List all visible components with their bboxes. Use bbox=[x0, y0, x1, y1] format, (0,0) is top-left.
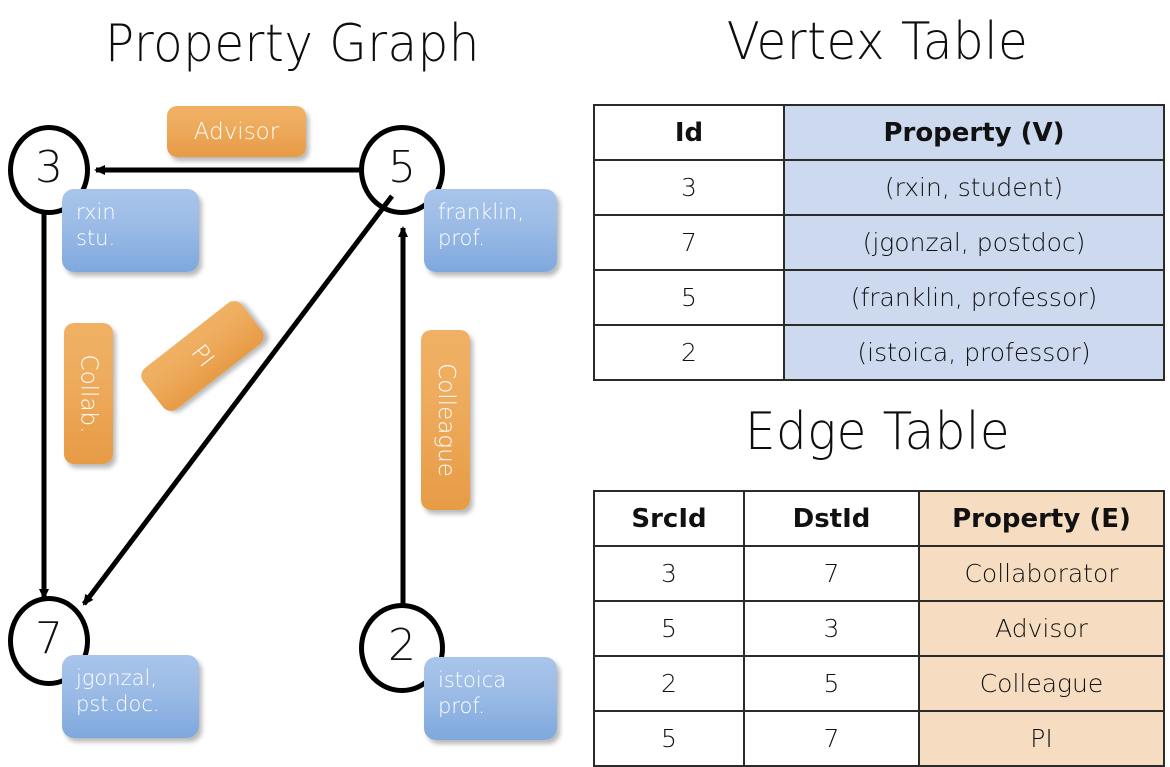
edge-cell-dst: 7 bbox=[743, 545, 920, 602]
vertex-cell-id: 7 bbox=[593, 214, 785, 271]
vertex-cell-id: 2 bbox=[593, 324, 785, 381]
table-row[interactable]: 3 7 Collaborator bbox=[593, 545, 1165, 602]
table-row[interactable]: 5 (franklin, professor) bbox=[593, 269, 1165, 326]
graph-node-5[interactable]: 5 bbox=[359, 125, 445, 215]
edge-cell-property: Colleague bbox=[918, 655, 1165, 712]
vertex-table-header-id: Id bbox=[593, 104, 785, 161]
edge-label-advisor[interactable]: Advisor bbox=[167, 106, 306, 157]
edge-cell-property: Advisor bbox=[918, 600, 1165, 657]
graph-node-7[interactable]: 7 bbox=[8, 596, 90, 686]
property-graph-diagram: 3 5 7 2 rxin stu. franklin, prof. jgonza… bbox=[0, 0, 585, 760]
vertex-property-box-5[interactable]: franklin, prof. bbox=[424, 189, 557, 272]
edge-label-pi-text: PI bbox=[185, 339, 220, 373]
vertex-property-box-7[interactable]: jgonzal, pst.doc. bbox=[62, 655, 199, 738]
graph-node-5-label: 5 bbox=[388, 142, 416, 193]
graph-node-7-label: 7 bbox=[35, 613, 63, 664]
edge-label-collab-text: Collab. bbox=[75, 354, 102, 433]
graph-node-3-label: 3 bbox=[35, 142, 63, 193]
vertex-cell-id: 3 bbox=[593, 159, 785, 216]
edge-label-colleague[interactable]: Colleague bbox=[421, 330, 470, 510]
table-row[interactable]: 3 (rxin, student) bbox=[593, 159, 1165, 216]
edge-cell-dst: 7 bbox=[743, 710, 920, 767]
page-title-property-graph: Property Graph bbox=[105, 14, 480, 74]
vertex-property-box-3-line1: rxin bbox=[76, 200, 116, 224]
edge-table: SrcId DstId Property (E) 3 7 Collaborato… bbox=[593, 490, 1165, 767]
edge-cell-property: Collaborator bbox=[918, 545, 1165, 602]
graph-node-3[interactable]: 3 bbox=[8, 125, 90, 215]
vertex-property-box-5-line1: franklin, bbox=[438, 200, 525, 224]
edge-cell-src: 2 bbox=[593, 655, 745, 712]
page-title-vertex-table: Vertex Table bbox=[726, 12, 1029, 72]
page-title-edge-table: Edge Table bbox=[744, 402, 1011, 462]
table-row[interactable]: 7 (jgonzal, postdoc) bbox=[593, 214, 1165, 271]
table-row[interactable]: 2 5 Colleague bbox=[593, 655, 1165, 712]
vertex-property-box-3[interactable]: rxin stu. bbox=[62, 189, 199, 272]
edge-cell-dst: 3 bbox=[743, 600, 920, 657]
vertex-cell-property: (rxin, student) bbox=[783, 159, 1165, 216]
vertex-property-box-3-line2: stu. bbox=[76, 226, 116, 251]
vertex-property-box-2[interactable]: istoica prof. bbox=[424, 657, 557, 740]
edge-table-header-srcid: SrcId bbox=[593, 490, 745, 547]
edge-label-colleague-text: Colleague bbox=[432, 363, 459, 477]
vertex-cell-property: (jgonzal, postdoc) bbox=[783, 214, 1165, 271]
graph-node-2-label: 2 bbox=[388, 620, 416, 671]
edge-cell-src: 5 bbox=[593, 600, 745, 657]
vertex-cell-id: 5 bbox=[593, 269, 785, 326]
table-row[interactable]: 2 (istoica, professor) bbox=[593, 324, 1165, 381]
vertex-cell-property: (istoica, professor) bbox=[783, 324, 1165, 381]
vertex-table-header-row: Id Property (V) bbox=[593, 104, 1165, 161]
vertex-property-box-2-line1: istoica bbox=[438, 668, 507, 692]
vertex-table: Id Property (V) 3 (rxin, student) 7 (jgo… bbox=[593, 104, 1165, 381]
vertex-property-box-2-line2: prof. bbox=[438, 694, 485, 719]
edge-5-to-7-pi bbox=[82, 194, 394, 606]
edge-table-header-row: SrcId DstId Property (E) bbox=[593, 490, 1165, 547]
edge-cell-property: PI bbox=[918, 710, 1165, 767]
vertex-table-header-property: Property (V) bbox=[783, 104, 1165, 161]
edge-table-header-dstid: DstId bbox=[743, 490, 920, 547]
edge-cell-src: 5 bbox=[593, 710, 745, 767]
vertex-property-box-7-line1: jgonzal, bbox=[76, 666, 157, 690]
edge-label-advisor-text: Advisor bbox=[193, 118, 280, 145]
table-row[interactable]: 5 7 PI bbox=[593, 710, 1165, 767]
edge-table-header-property: Property (E) bbox=[918, 490, 1165, 547]
vertex-cell-property: (franklin, professor) bbox=[783, 269, 1165, 326]
graph-node-2[interactable]: 2 bbox=[359, 603, 445, 693]
edge-cell-src: 3 bbox=[593, 545, 745, 602]
vertex-property-box-5-line2: prof. bbox=[438, 226, 485, 251]
table-row[interactable]: 5 3 Advisor bbox=[593, 600, 1165, 657]
edge-cell-dst: 5 bbox=[743, 655, 920, 712]
graph-edges-svg bbox=[39, 165, 408, 608]
vertex-property-box-7-line2: pst.doc. bbox=[76, 692, 160, 717]
edge-label-collab[interactable]: Collab. bbox=[64, 323, 113, 464]
